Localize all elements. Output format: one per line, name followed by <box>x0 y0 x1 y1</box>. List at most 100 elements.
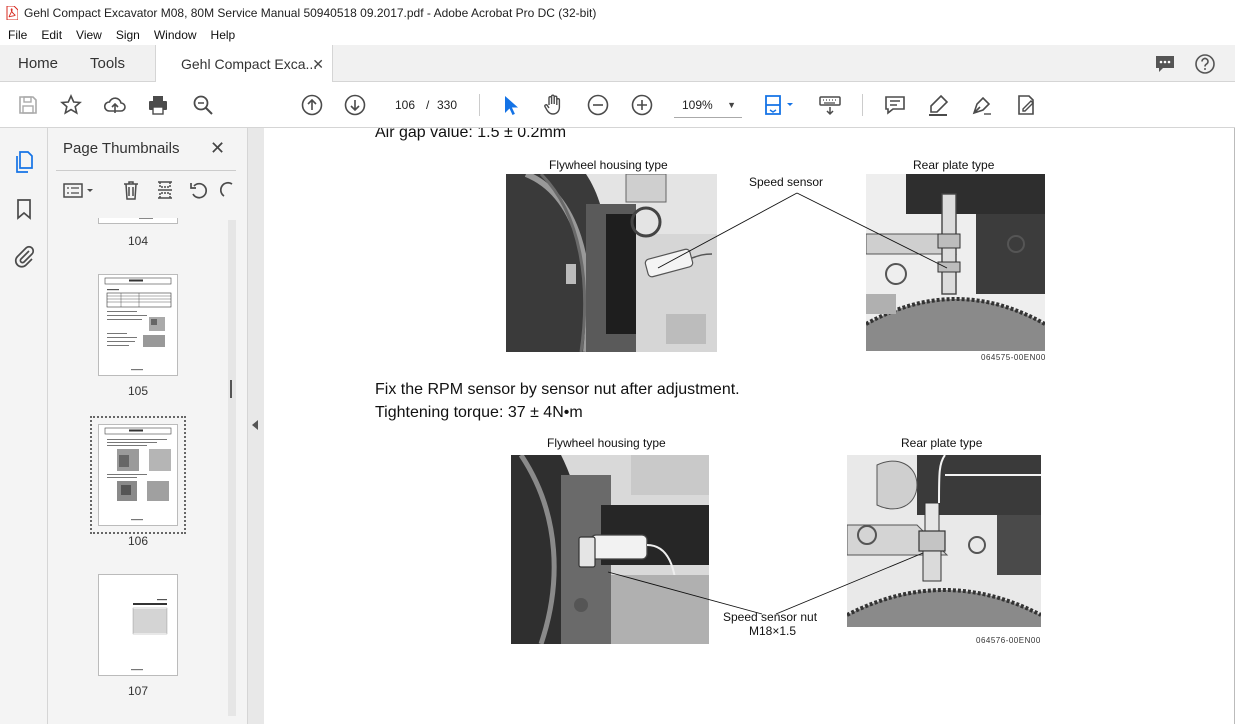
arrow-up-circle-icon <box>301 94 323 116</box>
save-icon <box>19 96 37 114</box>
thumbnail-scrollbar[interactable] <box>228 220 236 716</box>
help-icon[interactable] <box>1194 53 1216 75</box>
rear-plate-nut-photo <box>847 455 1041 627</box>
delete-page-icon[interactable] <box>120 179 142 201</box>
thumbnail-number: 104 <box>127 234 149 248</box>
cloud-upload-icon <box>103 97 126 113</box>
print-button[interactable] <box>146 93 170 117</box>
torque-text: Tightening torque: 37 ± 4N•m <box>375 404 583 421</box>
menu-file[interactable]: File <box>8 28 28 42</box>
comment-icon <box>885 96 905 115</box>
menu-sign[interactable]: Sign <box>115 28 140 42</box>
extract-pages-icon[interactable] <box>154 179 176 201</box>
fig1-callout: Speed sensor <box>749 175 824 189</box>
hand-tool-button[interactable] <box>541 93 565 117</box>
upload-button[interactable] <box>103 93 127 117</box>
options-menu-icon[interactable] <box>62 179 96 201</box>
panel-close-icon[interactable]: ✕ <box>210 138 226 158</box>
main-toolbar: 106 / 330 109% ▼ <box>0 82 1235 128</box>
scroll-mode-button[interactable] <box>818 93 842 117</box>
zoom-in-button[interactable] <box>630 93 654 117</box>
next-page-button[interactable] <box>343 93 367 117</box>
fig1-left-label: Flywheel housing type <box>549 158 668 172</box>
fig1-right-label: Rear plate type <box>913 158 995 172</box>
previous-page-button[interactable] <box>300 93 324 117</box>
page-display-button[interactable] <box>762 93 798 117</box>
thumbnail-number: 105 <box>127 384 149 398</box>
thumbnail-preview <box>131 599 168 671</box>
collapse-arrow-icon <box>252 420 258 430</box>
highlight-button[interactable] <box>926 93 950 117</box>
menu-view[interactable]: View <box>76 28 102 42</box>
fountain-pen-icon <box>972 96 991 115</box>
page-thumbnails-icon[interactable] <box>12 150 36 174</box>
toolbar-divider <box>479 94 480 116</box>
zoom-level-select[interactable]: 109% ▼ <box>674 92 742 118</box>
rotate-left-icon[interactable] <box>188 179 210 201</box>
zoom-search-icon <box>193 95 213 115</box>
star-icon <box>60 94 82 115</box>
window-title: Gehl Compact Excavator M08, 80M Service … <box>24 5 597 20</box>
tab-home[interactable]: Home <box>18 55 59 72</box>
chevron-down-icon: ▼ <box>727 100 736 110</box>
air-gap-text: Air gap value: 1.5 ± 0.2mm <box>375 128 567 141</box>
keyboard-scroll-icon <box>819 96 841 116</box>
tab-document[interactable]: Gehl Compact Exca... ✕ <box>155 45 333 83</box>
find-button[interactable] <box>191 93 215 117</box>
save-button[interactable] <box>16 93 40 117</box>
thumbnail-list[interactable]: 104 105 <box>48 218 238 724</box>
fig2-callout-line1: Speed sensor nut <box>723 610 818 624</box>
tab-tools[interactable]: Tools <box>90 55 126 72</box>
tab-document-label: Gehl Compact Exca... <box>181 56 318 72</box>
hand-icon <box>544 94 561 115</box>
cursor-arrow-icon <box>505 96 518 115</box>
bookmark-star-button[interactable] <box>59 93 83 117</box>
fit-page-icon <box>765 95 793 115</box>
thumbnail-toolbar <box>58 176 238 206</box>
comment-bubble-icon[interactable] <box>1154 53 1176 75</box>
thumbnail-number: 107 <box>127 684 149 698</box>
rear-plate-photo <box>866 174 1045 351</box>
navigation-rail <box>0 128 48 724</box>
add-comment-button[interactable] <box>883 93 907 117</box>
select-tool-button[interactable] <box>498 93 522 117</box>
bookmark-icon[interactable] <box>12 197 36 221</box>
scrollbar-thumb[interactable] <box>230 380 232 398</box>
window-titlebar: Gehl Compact Excavator M08, 80M Service … <box>0 0 1235 25</box>
total-pages: 330 <box>437 98 458 112</box>
thumbnail-preview <box>104 427 172 521</box>
menu-window[interactable]: Window <box>153 28 197 42</box>
fig1-code: 064575-00EN00 <box>981 353 1046 362</box>
thumbnail-page-104[interactable] <box>98 218 178 224</box>
attachment-paperclip-icon[interactable] <box>12 244 36 268</box>
fig2-callout-line2: M18×1.5 <box>749 624 797 638</box>
menu-help[interactable]: Help <box>210 28 236 42</box>
acrobat-icon <box>6 5 18 20</box>
page-number-input[interactable]: 106 <box>394 98 416 112</box>
thumbnail-page-105[interactable] <box>98 274 178 376</box>
toolbar-divider <box>862 94 863 116</box>
zoom-out-button[interactable] <box>586 93 610 117</box>
document-view[interactable]: Air gap value: 1.5 ± 0.2mm Flywheel hous… <box>264 128 1235 724</box>
panel-divider <box>56 170 236 171</box>
tab-close-icon[interactable]: ✕ <box>312 55 324 72</box>
menu-edit[interactable]: Edit <box>41 28 63 42</box>
panel-title: Page Thumbnails <box>63 140 180 157</box>
panel-collapse-handle[interactable] <box>248 128 264 724</box>
flywheel-housing-nut-photo <box>511 455 709 644</box>
minus-circle-icon <box>587 94 609 116</box>
thumbnail-page-107[interactable] <box>98 574 178 676</box>
document-edit-icon <box>1018 95 1034 115</box>
fig2-left-label: Flywheel housing type <box>547 436 666 450</box>
menu-bar: File Edit View Sign Window Help <box>0 25 1235 45</box>
highlighter-pen-icon <box>929 94 949 116</box>
rotate-right-icon[interactable] <box>220 179 234 201</box>
printer-icon <box>149 96 167 115</box>
thumbnail-preview <box>104 277 172 371</box>
fig1-leader-lines <box>657 192 948 269</box>
fix-sensor-text: Fix the RPM sensor by sensor nut after a… <box>375 381 740 398</box>
tab-bar: Home Tools Gehl Compact Exca... ✕ <box>0 45 1235 83</box>
fill-sign-button[interactable] <box>1014 93 1038 117</box>
sign-button[interactable] <box>970 93 994 117</box>
thumbnail-page-106[interactable] <box>90 416 186 534</box>
